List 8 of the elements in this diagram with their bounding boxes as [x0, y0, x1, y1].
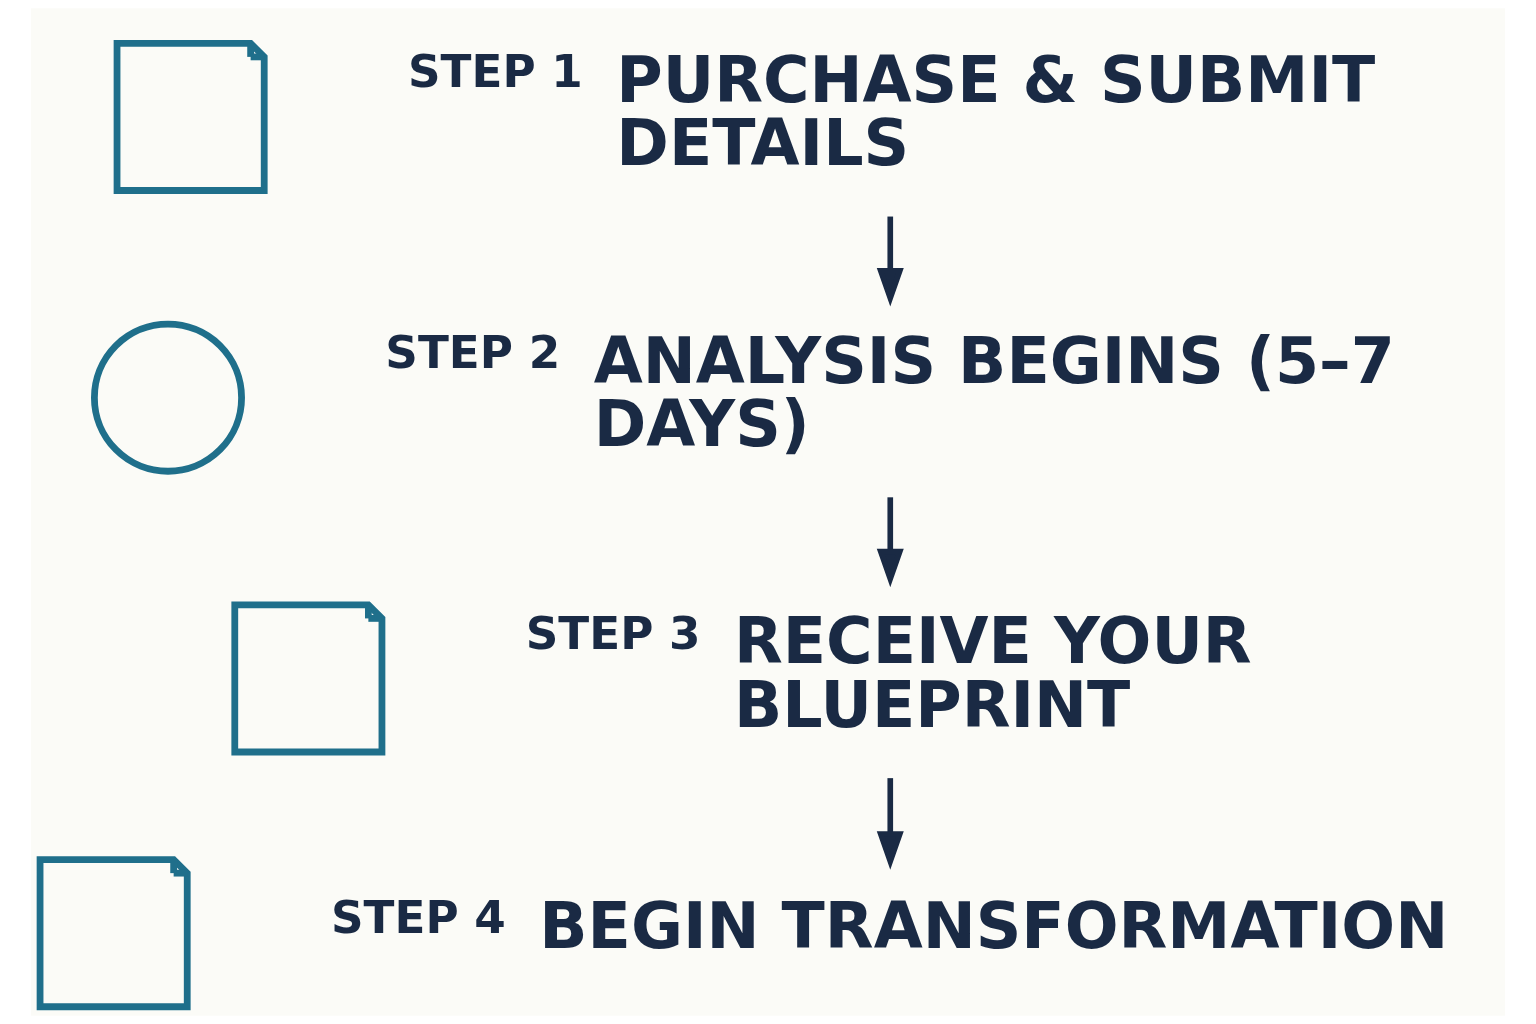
arrow	[876, 778, 904, 870]
arrow	[876, 497, 904, 588]
node-text: STEP 4 BEGIN TRANSFORMATION	[331, 888, 1449, 963]
node-text: STEP 1 PURCHASE & SUBMIT DETAILS	[407, 42, 1376, 181]
node-text: STEP 3 RECEIVE YOUR BLUEPRINT	[525, 604, 1252, 742]
node-circle	[91, 320, 245, 475]
arrow	[876, 216, 904, 307]
node-text: STEP 2 ANALYSIS BEGINS (5–7 DAYS)	[385, 323, 1395, 462]
